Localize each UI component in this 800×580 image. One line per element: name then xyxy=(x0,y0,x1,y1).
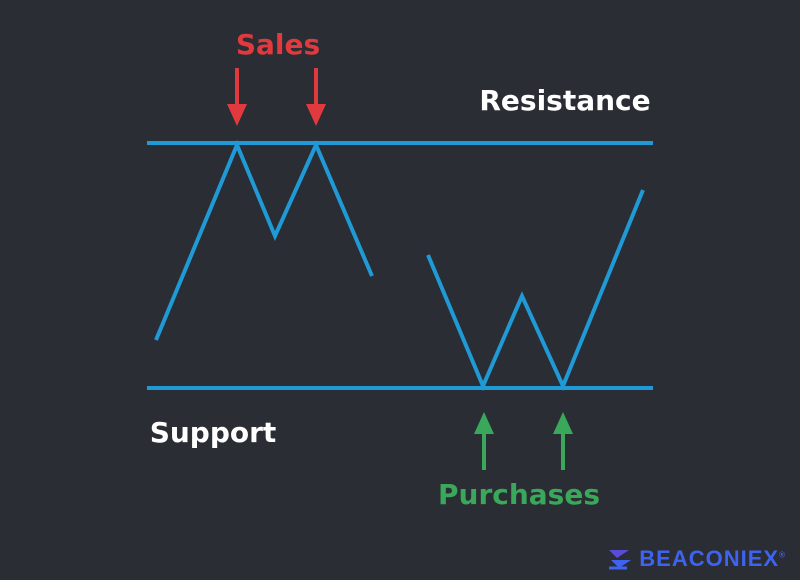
support-label: Support xyxy=(150,416,277,449)
purchases-label: Purchases xyxy=(438,478,600,511)
brand-logo: BEACONIEX® xyxy=(607,546,786,572)
price-path-double-bottom xyxy=(426,189,645,392)
purchases-arrow-2 xyxy=(553,412,573,470)
price-path-double-top xyxy=(154,139,374,341)
sales-arrow-1 xyxy=(227,68,247,126)
beaconiex-logo-icon xyxy=(609,550,632,570)
resistance-label: Resistance xyxy=(479,84,650,117)
brand-name: BEACONIEX® xyxy=(639,546,786,571)
purchases-arrow-1 xyxy=(474,412,494,470)
sales-label: Sales xyxy=(236,28,320,61)
brand-registered-mark: ® xyxy=(779,550,786,560)
sales-arrow-2 xyxy=(306,68,326,126)
